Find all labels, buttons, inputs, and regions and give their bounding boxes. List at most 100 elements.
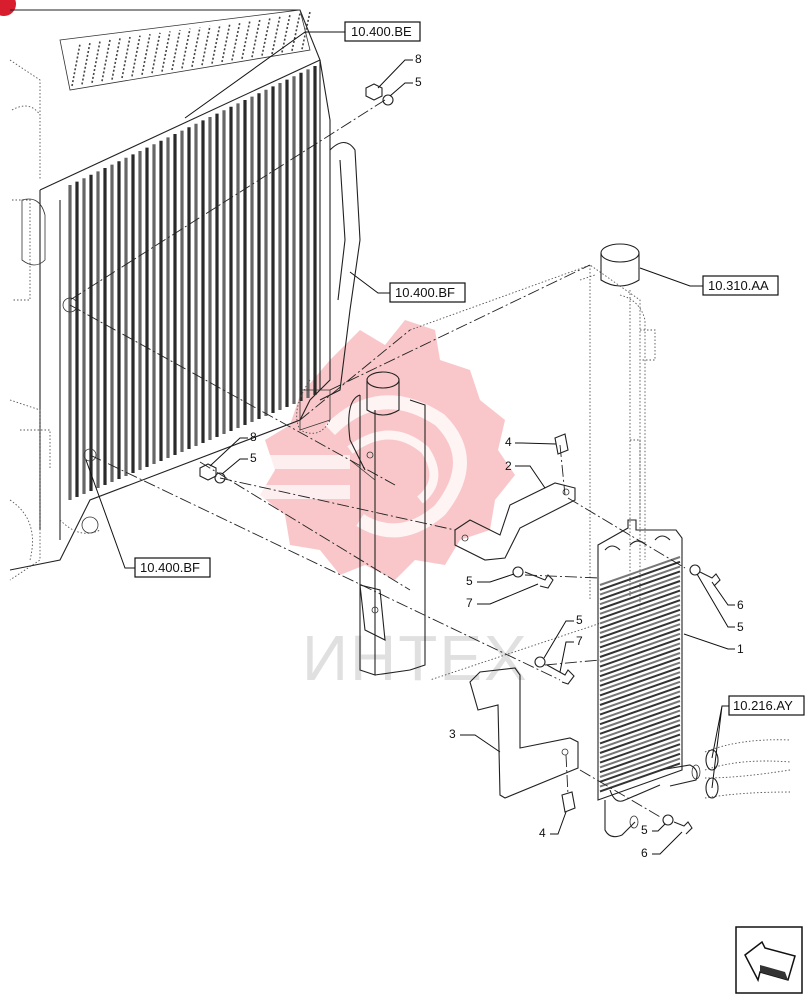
cooler-fin [599,661,681,692]
cooler-fin [599,700,681,730]
leader-10-310-aa [639,267,703,287]
fasteners [199,83,721,835]
shroud-hatch [211,24,221,64]
shroud-hatch [151,32,161,74]
callout-5-bottom: 5 [641,823,648,837]
cooler-fin [599,757,681,788]
shroud-hatch [291,13,301,51]
svg-text:10.216.AY: 10.216.AY [733,698,793,713]
callout-5-mid: 5 [250,451,257,465]
assembly-centerlines [69,99,686,819]
cooler-fin [599,743,681,774]
main-radiator [409,243,656,681]
reference-label-10-310-aa[interactable]: 10.310.AA [702,275,779,296]
leader-10-216-ay [711,705,729,789]
cooler-fin [599,733,681,764]
cooler-fin [599,589,681,620]
cooler-fin [599,695,681,726]
callout-5-low: 5 [576,613,583,627]
cooler-fin [599,599,681,630]
cooler-fin [599,604,681,634]
shroud-hatch [131,35,141,77]
bracket-part-2 [454,482,576,561]
cooler-fin [599,584,681,615]
cooler-fin [599,748,681,778]
oil-cooler-fins [599,556,681,793]
cooler-fin [599,623,681,654]
cooler-fin [599,556,681,586]
callout-3: 3 [449,727,456,741]
callout-5-top: 5 [415,75,422,89]
shroud-hatch [71,43,81,87]
svg-text:10.400.BE: 10.400.BE [351,24,412,39]
leader-10-400-bf-top [349,271,390,294]
shroud-hatch [221,22,231,63]
cooler-fin [599,656,681,687]
cooler-fin [599,704,681,735]
shroud-hatch [231,21,241,61]
shroud-hatch [101,39,111,82]
cooler-fin [599,594,681,625]
cooler-fin [599,680,681,711]
bracket-part-3 [469,667,579,799]
reference-label-10-400-bf-top[interactable]: 10.400.BF [389,282,466,303]
shroud-hatch [191,27,201,67]
shroud-hatch [281,14,291,53]
callout-8-top: 8 [415,52,422,66]
cooler-fin [599,575,681,606]
radiator-core-fins [68,66,317,500]
engine-radiator-assembly [9,9,361,581]
svg-text:10.400.BF: 10.400.BF [395,285,455,300]
cooler-fin [599,642,681,673]
cooler-fin [599,752,681,783]
cooler-fin [599,690,681,721]
cooler-fin [599,647,681,678]
callout-4-top: 4 [505,435,512,449]
reference-label-10-400-bf-bottom[interactable]: 10.400.BF [134,557,211,578]
callout-2: 2 [505,459,512,473]
watermark-logo [255,320,515,580]
cooler-fin [599,637,681,668]
shroud-hatch [111,38,121,80]
shroud-hatch [81,42,91,85]
oil-cooler-part-1 [597,519,701,838]
shroud-hatch [201,25,211,66]
cooler-fin [599,676,681,706]
cooler-fin [599,632,681,663]
cooler-fin [599,724,681,754]
callout-6-right: 6 [737,598,744,612]
next-page-arrow-icon[interactable] [735,926,803,994]
cooler-fin [599,719,681,750]
shroud-hatch [251,18,261,58]
shroud-hatch [241,20,251,59]
cooler-fin [599,671,681,702]
callouts: 8 5 8 5 4 2 5 7 6 5 1 5 7 3 4 5 6 [209,52,744,860]
cooler-fin [599,613,681,644]
hoses [704,739,791,799]
callout-5-left: 5 [466,574,473,588]
cooler-fin [599,709,681,740]
cooler-fin [599,608,681,639]
shroud-hatch [181,28,191,69]
cooler-fin [599,628,681,658]
cooler-fin [599,666,681,697]
cooler-fin [599,560,681,591]
cooler-fin [599,570,681,601]
callout-4-bottom: 4 [539,826,546,840]
svg-text:10.400.BF: 10.400.BF [140,560,200,575]
shroud-hatch [121,36,131,79]
cooler-fin [599,738,681,769]
radiator-side-tank [348,371,426,676]
svg-text:10.310.AA: 10.310.AA [708,278,769,293]
reference-label-10-216-ay[interactable]: 10.216.AY [728,695,805,716]
reference-label-10-400-be[interactable]: 10.400.BE [344,21,421,42]
callout-6-bottom: 6 [641,846,648,860]
cooler-fin [599,565,681,596]
callout-1: 1 [737,642,744,656]
shroud-hatch [91,41,101,83]
cooler-fin [599,762,681,793]
corner-marker [0,0,16,16]
callout-5-right: 5 [737,620,744,634]
